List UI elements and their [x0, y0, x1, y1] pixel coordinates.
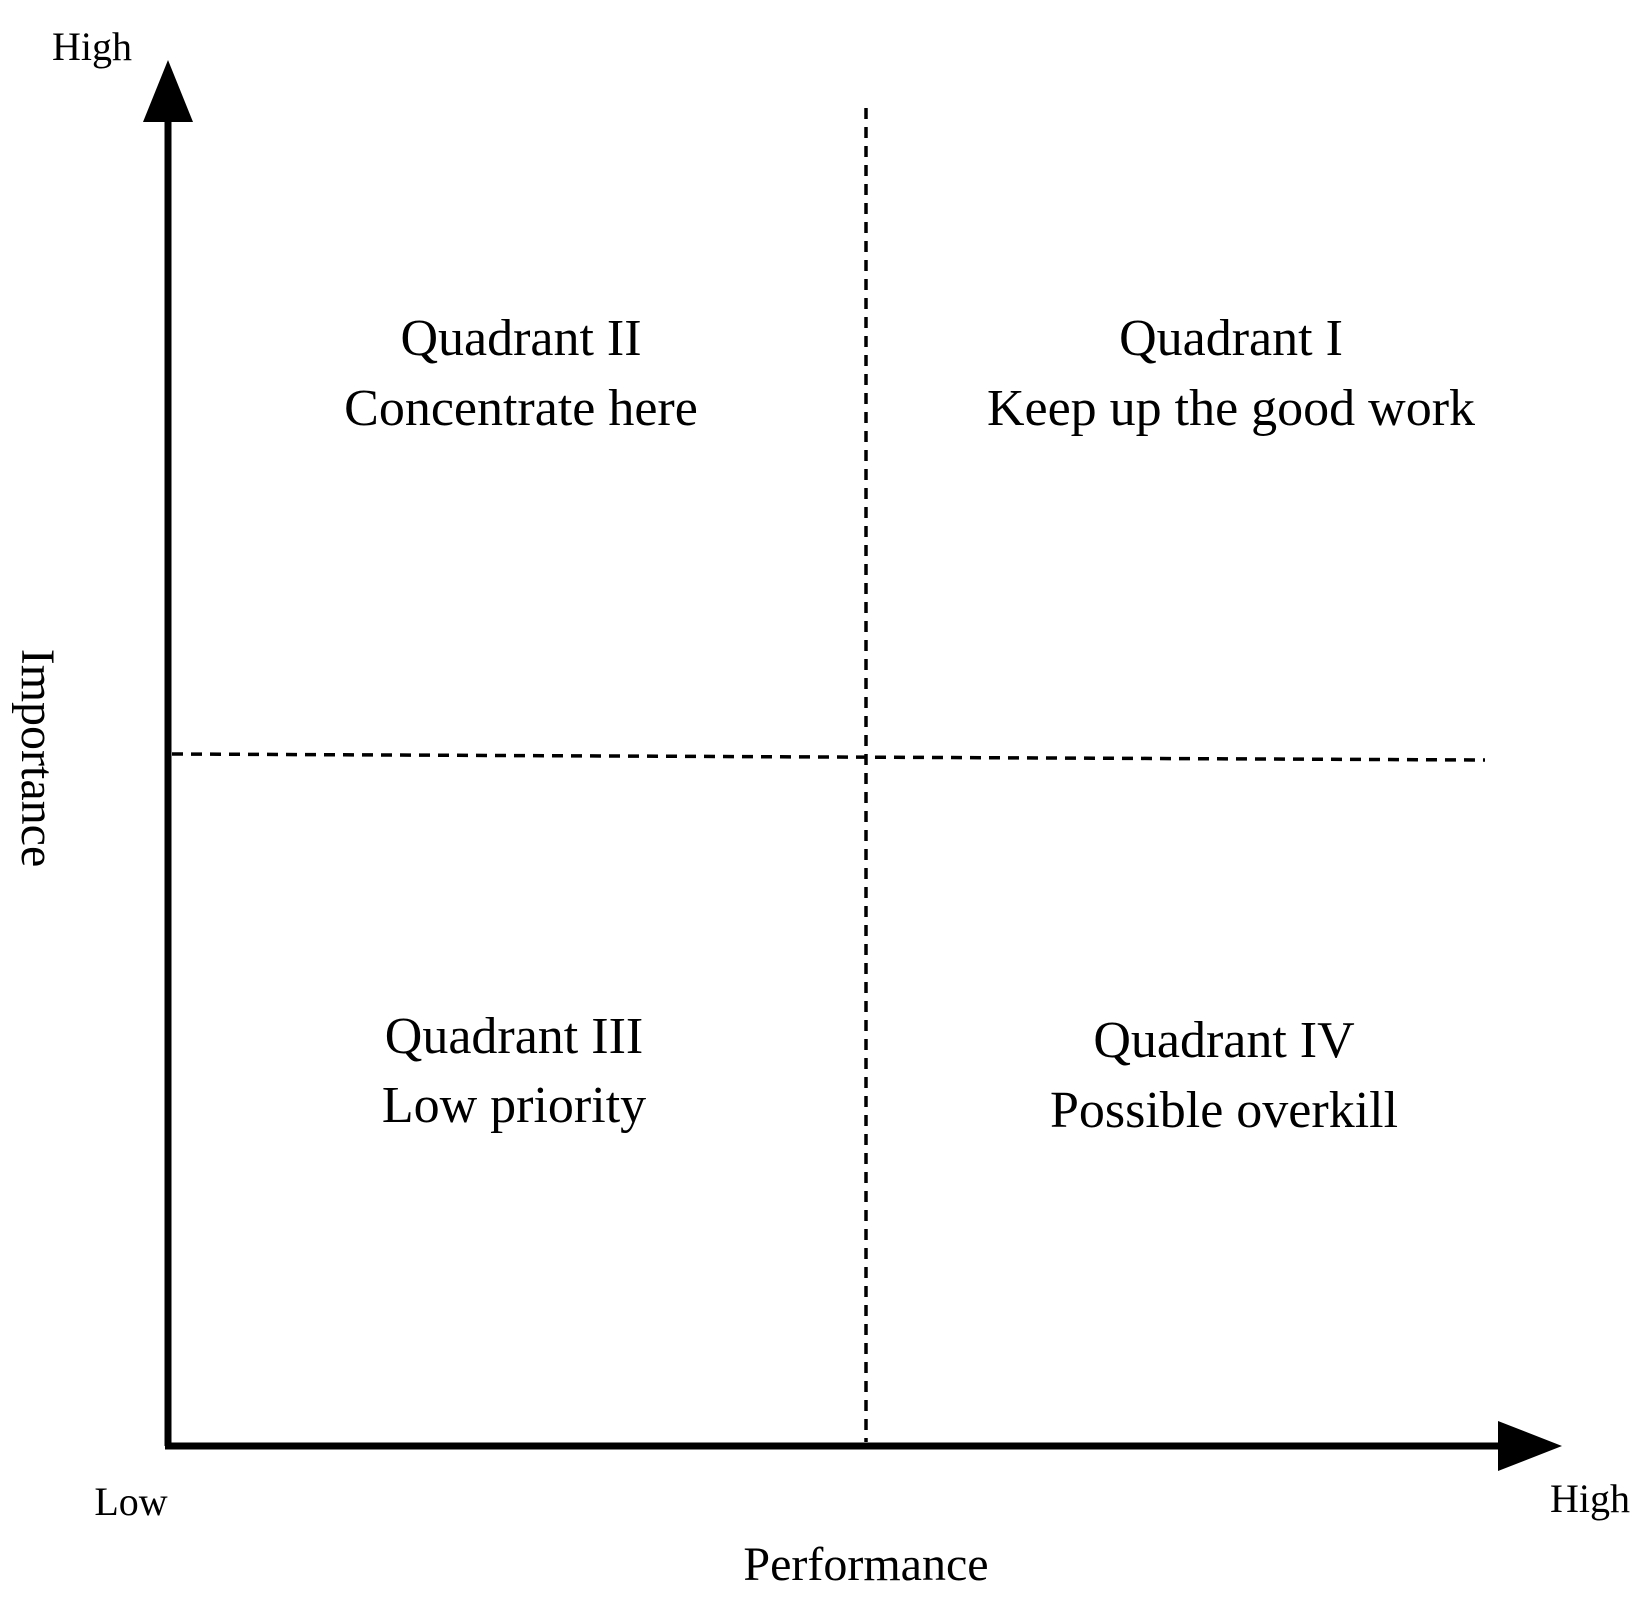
- x-axis-arrowhead: [1498, 1421, 1562, 1471]
- y-axis-high-label: High: [52, 24, 132, 69]
- quadrant-2-action: Concentrate here: [344, 380, 698, 437]
- quadrant-3-action: Low priority: [382, 1077, 646, 1134]
- quadrant-4-name: Quadrant IV: [1093, 1012, 1354, 1069]
- quadrant-3-name: Quadrant III: [385, 1008, 643, 1065]
- x-axis-low-label: Low: [94, 1479, 167, 1524]
- quadrant-4-action: Possible overkill: [1050, 1082, 1398, 1139]
- quadrant-1-action: Keep up the good work: [987, 380, 1475, 437]
- horizontal-divider-line: [171, 752, 1486, 762]
- x-axis-high-label: High: [1550, 1476, 1630, 1521]
- quadrant-1-name: Quadrant I: [1119, 310, 1343, 367]
- y-axis-arrowhead: [143, 60, 193, 122]
- x-axis-title: Performance: [743, 1538, 988, 1591]
- quadrant-2-name: Quadrant II: [400, 310, 641, 367]
- y-axis-title: Importance: [11, 649, 64, 868]
